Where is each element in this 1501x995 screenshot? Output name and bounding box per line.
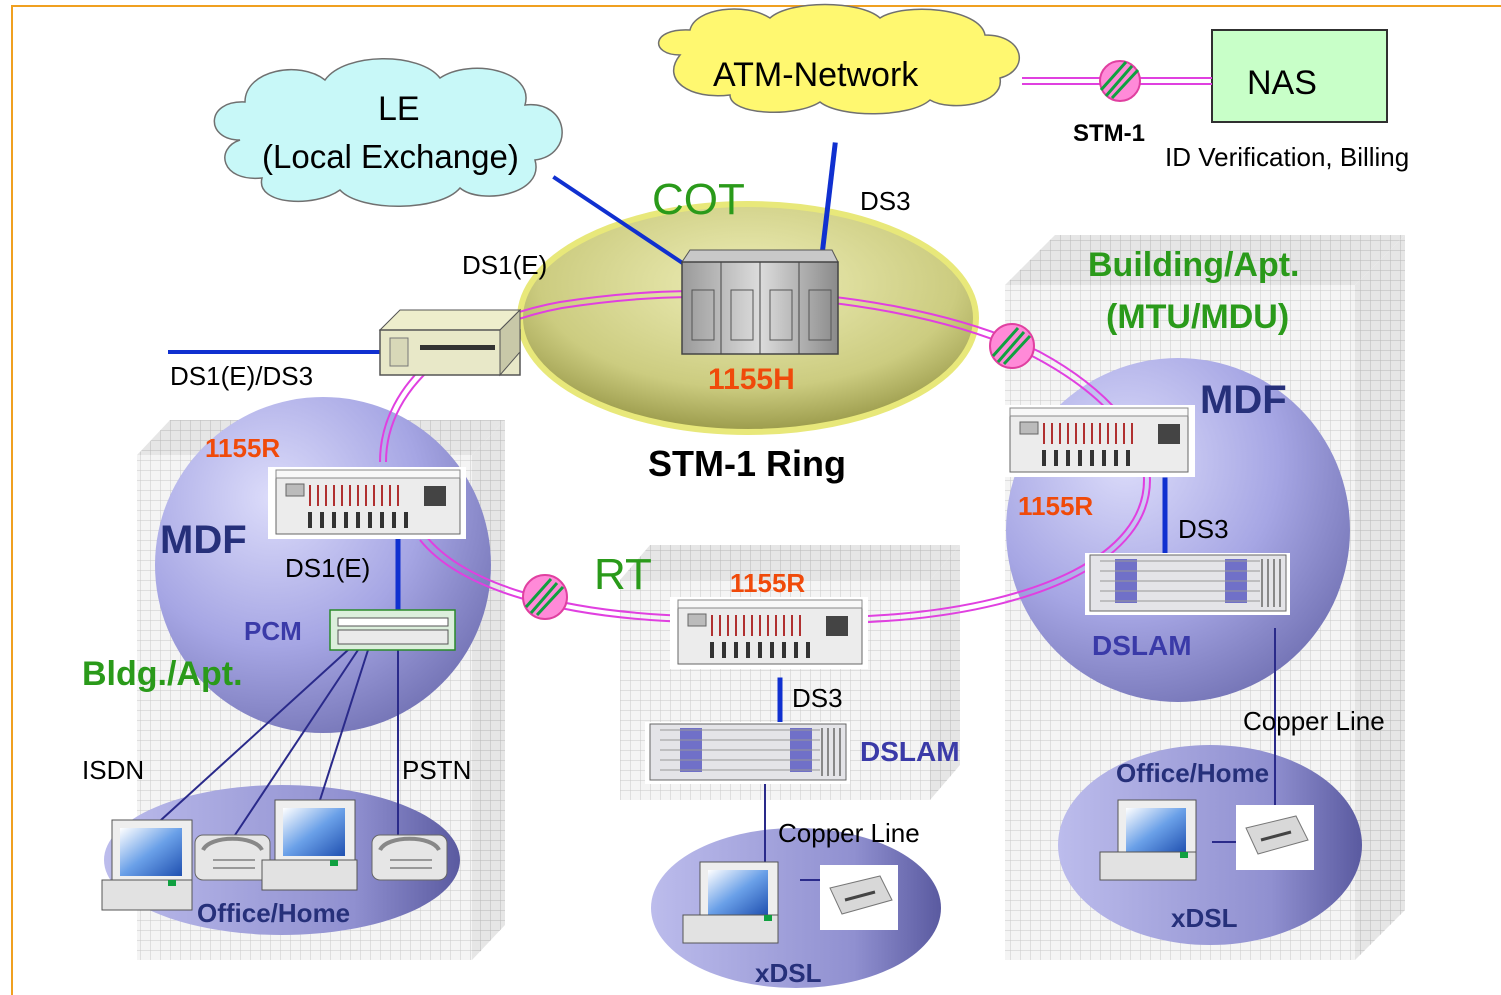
equipment-1155r-left [268,467,466,539]
nas-box [1211,29,1388,123]
ds1e-left-label: DS1(E) [285,553,371,583]
dslam-unit-middle [645,722,850,784]
pcm-label: PCM [244,616,302,646]
cloud-le-subtitle: (Local Exchange) [262,138,519,175]
node-1155r-left-label: 1155R [205,433,281,463]
copper-line-middle-label: Copper Line [778,818,920,848]
cloud-atm [658,3,1020,115]
ds1e-top-label: DS1(E) [462,250,548,280]
page-frame [11,5,1501,995]
office-ellipse-right [1058,745,1362,945]
regenerator-icon-bottom [522,574,568,620]
rt-label: RT [594,550,652,599]
office-home-right-label: Office/Home [1116,758,1270,788]
stm1-ring-label: STM-1 Ring [648,443,846,484]
modem-icon-middle [820,865,898,930]
mtu-mdu-label: (MTU/MDU) [1106,298,1290,336]
ds1e-ds3-label: DS1(E)/DS3 [170,361,314,391]
equipment-1155r-middle [670,597,868,669]
cot-label: COT [652,175,745,224]
dslam-middle-label: DSLAM [860,736,960,767]
regenerator-icon-right [989,323,1035,369]
blue-links [168,142,1168,723]
phone-icon-left [194,834,271,881]
computer-icon-middle [682,861,779,944]
cloud-atm-label: ATM-Network [713,56,919,94]
isdn-label: ISDN [82,755,145,785]
adm-device [378,308,522,377]
node-1155r-middle-label: 1155R [730,568,806,598]
computer-icon-left [101,819,193,911]
ds3-right-label: DS3 [1178,514,1229,544]
bldg-apt-label: Bldg./Apt. [82,655,243,693]
computer-icon-right [1099,799,1197,881]
rack-1155h [681,249,839,355]
mdf-right-label: MDF [1200,378,1287,422]
nas-label: NAS [1247,64,1317,102]
phone-icon-right [371,834,448,881]
regenerator-icon-nas [1099,60,1141,102]
stm1-label: STM-1 [1073,120,1145,147]
cloud-le [213,58,563,207]
xdsl-middle-label: xDSL [755,958,822,988]
dslam-unit-right [1085,553,1290,615]
modem-icon-right [1236,805,1314,870]
dslam-right-label: DSLAM [1092,630,1192,661]
cloud-le-title: LE [378,90,420,128]
office-home-left-label: Office/Home [197,898,351,928]
mdf-left-label: MDF [160,518,247,562]
ds3-middle-label: DS3 [792,683,843,713]
device-1155h-label: 1155H [708,363,795,396]
computer-icon-center [261,799,358,891]
pcm-device [329,609,456,651]
thin-links [149,628,1276,881]
equipment-1155r-right [1003,405,1195,477]
copper-line-right-label: Copper Line [1243,706,1385,736]
nas-note: ID Verification, Billing [1165,142,1410,172]
ds3-top-label: DS3 [860,186,911,216]
building-apt-label: Building/Apt. [1088,246,1300,284]
pstn-label: PSTN [402,755,472,785]
xdsl-right-label: xDSL [1171,903,1238,933]
node-1155r-right-label: 1155R [1018,491,1094,521]
